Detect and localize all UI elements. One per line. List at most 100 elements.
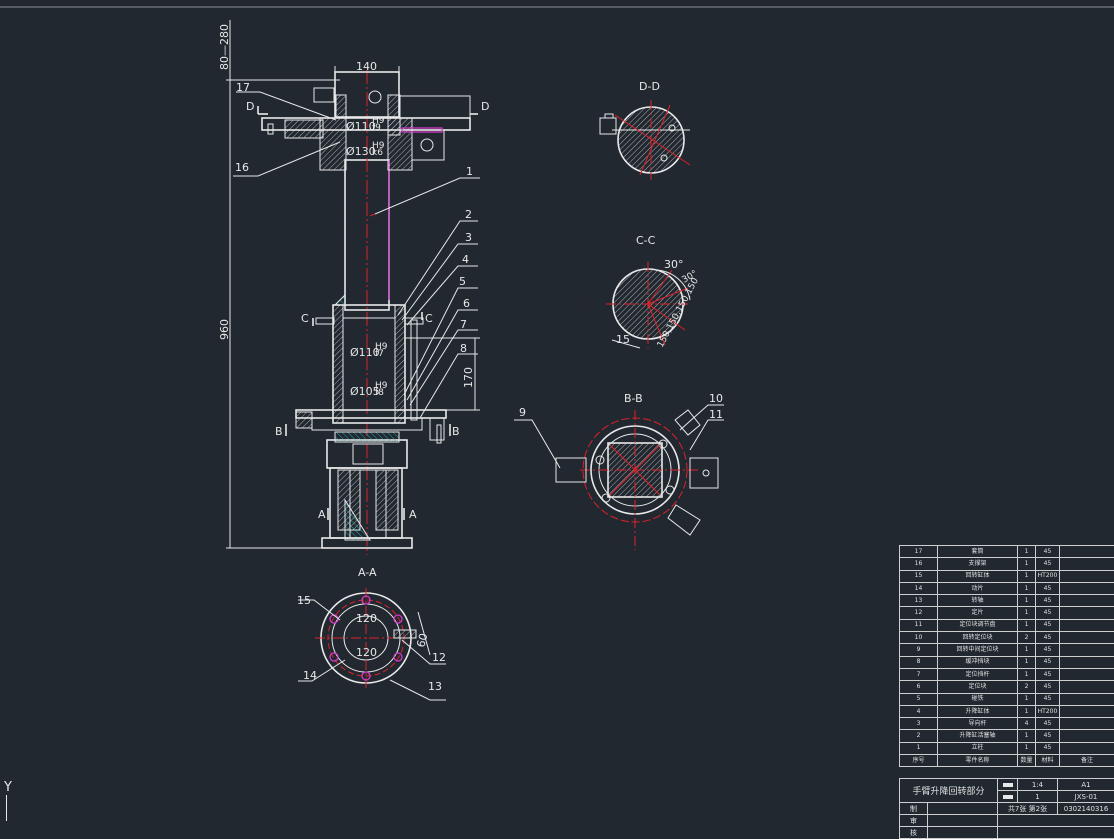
bom-cell-name: 碰铁 bbox=[938, 693, 1018, 705]
bom-cell-qty: 1 bbox=[1018, 570, 1036, 582]
balloon-4: 4 bbox=[462, 253, 469, 266]
bom-cell-no: 15 bbox=[900, 570, 938, 582]
bom-cell-name: 定片 bbox=[938, 607, 1018, 619]
section-label-cc: C-C bbox=[636, 234, 656, 247]
bom-cell-note bbox=[1060, 619, 1114, 631]
title-block-empty-b bbox=[928, 815, 998, 827]
bom-cell-no: 8 bbox=[900, 656, 938, 668]
bom-cell-mat: 45 bbox=[1036, 546, 1060, 558]
balloon-2: 2 bbox=[465, 208, 472, 221]
bom-cell-no: 16 bbox=[900, 558, 938, 570]
bom-header-note: 备注 bbox=[1060, 755, 1114, 767]
bom-cell-note bbox=[1060, 742, 1114, 754]
bom-cell-qty: 1 bbox=[1018, 668, 1036, 680]
balloon-13: 13 bbox=[428, 680, 442, 693]
bom-cell-note bbox=[1060, 705, 1114, 717]
cut-mark-c-right: C bbox=[425, 312, 433, 325]
bom-cell-mat: 45 bbox=[1036, 582, 1060, 594]
bom-cell-no: 14 bbox=[900, 582, 938, 594]
title-block-empty-a bbox=[928, 803, 998, 815]
bom-cell-mat: 45 bbox=[1036, 607, 1060, 619]
bom-cell-mat: 45 bbox=[1036, 656, 1060, 668]
bom-cell-note bbox=[1060, 668, 1114, 680]
balloon-10: 10 bbox=[709, 392, 723, 405]
balloon-3: 3 bbox=[465, 231, 472, 244]
bom-cell-note bbox=[1060, 595, 1114, 607]
dim-fit-110-top-low: f9 bbox=[372, 123, 381, 133]
bom-cell-qty: 4 bbox=[1018, 718, 1036, 730]
bom-cell-mat: 45 bbox=[1036, 681, 1060, 693]
bom-cell-qty: 1 bbox=[1018, 607, 1036, 619]
cut-mark-a-left: A bbox=[318, 508, 326, 521]
balloon-12: 12 bbox=[432, 651, 446, 664]
cut-mark-a-right: A bbox=[409, 508, 417, 521]
bom-cell-mat: 45 bbox=[1036, 668, 1060, 680]
title-block-scale: 1:4 bbox=[1018, 779, 1058, 791]
bom-cell-name: 缓冲挡块 bbox=[938, 656, 1018, 668]
cut-mark-d-right: D bbox=[481, 100, 489, 113]
bom-cell-no: 13 bbox=[900, 595, 938, 607]
section-bb-view bbox=[514, 405, 724, 550]
bom-cell-note bbox=[1060, 693, 1114, 705]
bom-cell-note bbox=[1060, 570, 1114, 582]
cut-mark-d-left: D bbox=[246, 100, 254, 113]
bom-cell-mat: 45 bbox=[1036, 644, 1060, 656]
bom-cell-mat: HT200 bbox=[1036, 570, 1060, 582]
bom-cell-note bbox=[1060, 644, 1114, 656]
title-block-count: 1 bbox=[1018, 791, 1058, 803]
bom-cell-qty: 1 bbox=[1018, 644, 1036, 656]
title-block-row-b: 审 bbox=[900, 815, 928, 827]
title-block-row-c: 核 bbox=[900, 827, 928, 839]
bom-cell-qty: 2 bbox=[1018, 681, 1036, 693]
bom-header-mat: 材料 bbox=[1036, 755, 1060, 767]
bom-header-row: 序号 零件名称 数量 材料 备注 bbox=[900, 755, 1114, 767]
balloon-7: 7 bbox=[460, 318, 467, 331]
bom-cell-note bbox=[1060, 582, 1114, 594]
bom-cell-note bbox=[1060, 558, 1114, 570]
bom-cell-note bbox=[1060, 730, 1114, 742]
bom-cell-qty: 1 bbox=[1018, 595, 1036, 607]
dim-fit-130-low: k6 bbox=[372, 148, 383, 158]
balloon-6: 6 bbox=[463, 297, 470, 310]
bom-cell-name: 动片 bbox=[938, 582, 1018, 594]
bom-cell-no: 3 bbox=[900, 718, 938, 730]
title-block-title: 手臂升降回转部分 bbox=[900, 779, 998, 803]
title-block-empty-c bbox=[928, 827, 998, 839]
bom-cell-mat: 45 bbox=[1036, 632, 1060, 644]
bom-cell-name: 转轴 bbox=[938, 595, 1018, 607]
bom-header-no: 序号 bbox=[900, 755, 938, 767]
bom-cell-no: 4 bbox=[900, 705, 938, 717]
balloon-8: 8 bbox=[460, 342, 467, 355]
bom-cell-mat: 45 bbox=[1036, 619, 1060, 631]
bom-cell-no: 11 bbox=[900, 619, 938, 631]
section-dd-view bbox=[600, 100, 690, 180]
bom-cell-name: 导向杆 bbox=[938, 718, 1018, 730]
dim-aa-120-b: 120 bbox=[356, 646, 377, 659]
title-block-drawing-no: JXS-01 bbox=[1058, 791, 1114, 803]
bom-cell-mat: 45 bbox=[1036, 558, 1060, 570]
title-block-student-no: 0302140316 bbox=[1058, 803, 1114, 815]
dim-height-mid: 170 bbox=[462, 367, 475, 388]
bom-cell-no: 9 bbox=[900, 644, 938, 656]
bom-cell-qty: 1 bbox=[1018, 693, 1036, 705]
bom-cell-mat: 45 bbox=[1036, 595, 1060, 607]
ucs-y-axis bbox=[6, 795, 7, 821]
balloon-15: 15 bbox=[297, 594, 311, 607]
bom-cell-qty: 1 bbox=[1018, 582, 1036, 594]
bom-cell-no: 1 bbox=[900, 742, 938, 754]
bom-cell-name: 定位块调节盘 bbox=[938, 619, 1018, 631]
bom-cell-note bbox=[1060, 718, 1114, 730]
bom-cell-name: 定位块 bbox=[938, 681, 1018, 693]
bom-cell-note bbox=[1060, 656, 1114, 668]
cut-mark-b-left: B bbox=[275, 425, 283, 438]
